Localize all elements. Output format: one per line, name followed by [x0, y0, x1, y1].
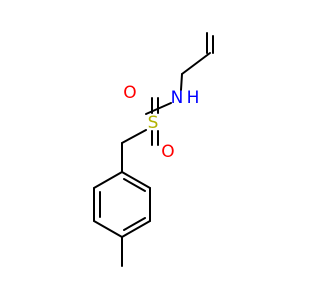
ring-bond-4 [93, 220, 123, 238]
bond-ch2-to-nitrogen [180, 73, 183, 91]
structure-canvas: S O O N H [0, 0, 300, 300]
bond-sulfur-to-methylene [121, 129, 147, 144]
ring-bond-6 [93, 171, 123, 189]
ring-bond-3 [121, 220, 151, 238]
sulfonyl-group [121, 97, 159, 146]
ring-inner-double-1 [123, 178, 146, 192]
atom-sulfur-label: S [148, 113, 159, 133]
atom-hydrogen-label: H [187, 88, 200, 108]
ring-inner-double-2 [123, 217, 146, 231]
atom-oxygen-bottom-label: O [161, 142, 174, 162]
atom-nitrogen-label: N [171, 88, 184, 108]
ring-bond-1 [121, 171, 151, 189]
atom-oxygen-top-label: O [123, 83, 136, 103]
bond-vinyl-to-ch2 [181, 52, 211, 75]
allyl-group [180, 32, 214, 91]
molecule-drawing: S O O N H [0, 0, 300, 300]
benzene-ring [93, 171, 151, 238]
background [0, 0, 300, 300]
